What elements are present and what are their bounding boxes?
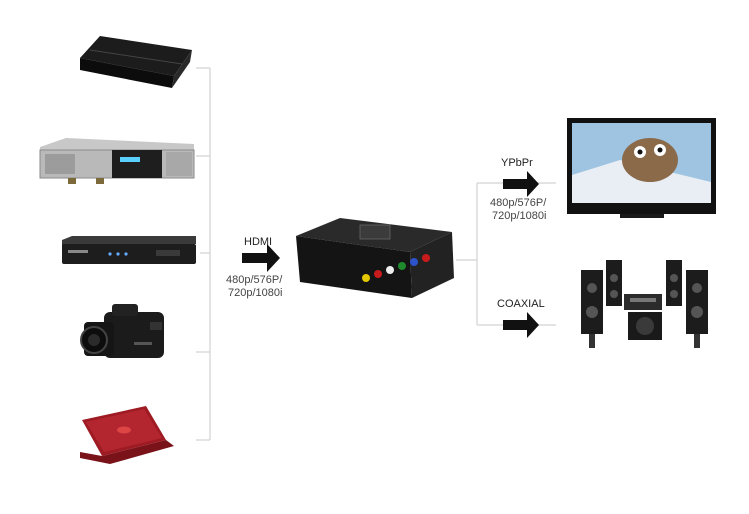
arrow-icon (242, 244, 280, 272)
set-top-box-icon (62, 236, 196, 264)
hdmi-converter-icon (296, 218, 454, 298)
input-resolution-line-1: 480p/576P/ (226, 274, 283, 286)
coaxial-output-label: COAXIAL (497, 298, 545, 310)
ypbpr-resolution-line-2: 720p/1080i (492, 210, 547, 222)
arrow-icon (503, 312, 539, 338)
arrow-icon (503, 171, 539, 197)
input-signal-label: HDMI (244, 236, 273, 248)
media-player-icon (39, 138, 195, 184)
home-theater-speakers-icon (581, 260, 708, 348)
ypbpr-output-label: YPbPr (501, 157, 533, 169)
ypbpr-resolution-line-1: 480p/576P/ (490, 197, 547, 209)
camcorder-icon (80, 304, 164, 358)
game-console-icon (80, 36, 192, 88)
television-icon (567, 118, 716, 218)
laptop-icon (80, 406, 174, 464)
input-resolution-line-2: 720p/1080i (228, 287, 283, 299)
